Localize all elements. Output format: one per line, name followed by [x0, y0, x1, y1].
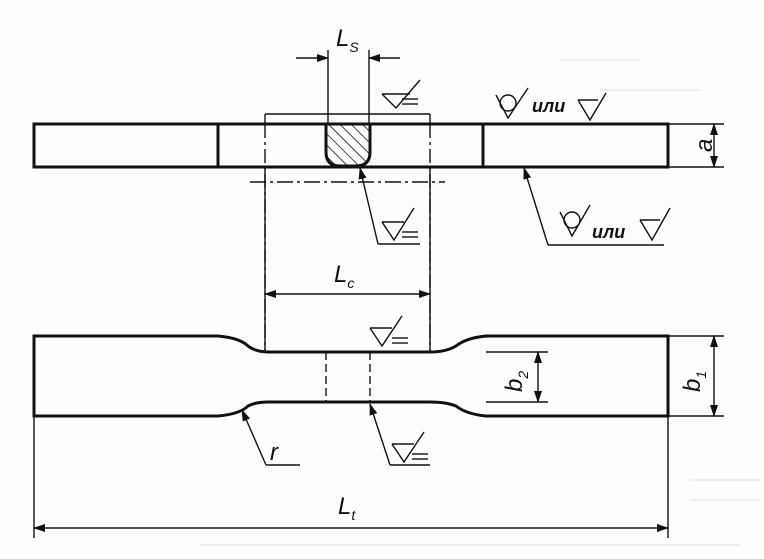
lt-dimension: Lt [33, 416, 669, 538]
roughness-leader-right: или [523, 167, 671, 246]
r-label: r [270, 439, 279, 466]
background-marks [200, 59, 760, 546]
b1-label: b1 [679, 371, 709, 392]
b2-dimension: b2 [486, 351, 548, 403]
or-word-top: или [532, 96, 565, 116]
lc-dimension: Lc [264, 261, 431, 298]
a-dimension: a [668, 123, 724, 168]
weld-section-hatch [324, 122, 372, 168]
specimen-outline [32, 334, 670, 418]
ls-label: LS [336, 25, 359, 55]
ls-dimension: LS [296, 25, 400, 124]
b2-label: b2 [501, 371, 531, 392]
radius-leader: r [241, 409, 300, 466]
or-word-mid: или [592, 222, 625, 242]
a-label: a [691, 139, 718, 152]
roughness-symbol-bottom-top [369, 315, 408, 348]
roughness-symbol-bottom [369, 403, 430, 466]
b1-dimension: b1 [668, 335, 724, 417]
weld-zone [250, 113, 445, 352]
lc-label: Lc [334, 261, 354, 291]
roughness-leader-mid [358, 167, 420, 245]
lt-label: Lt [338, 493, 356, 523]
roughness-or-symbol-top: или [495, 87, 607, 122]
bottom-specimen [32, 334, 670, 418]
roughness-symbol-top [381, 79, 421, 110]
